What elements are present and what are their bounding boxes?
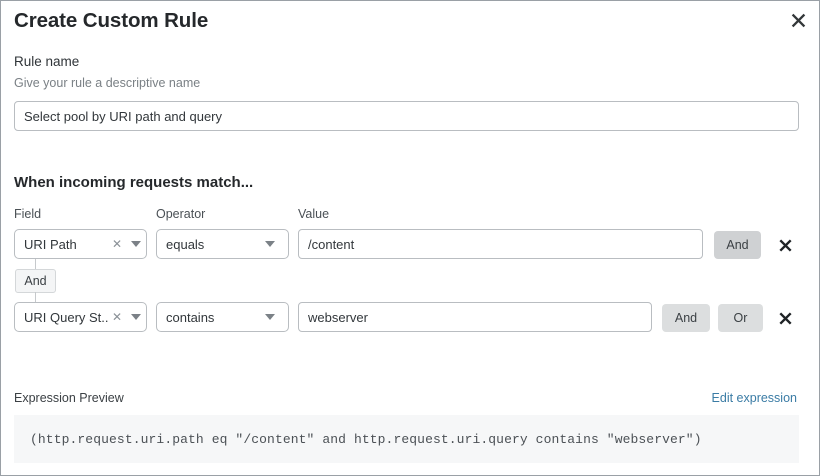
page-title: Create Custom Rule — [14, 9, 209, 32]
chevron-down-icon[interactable] — [260, 314, 280, 320]
close-icon — [778, 238, 792, 252]
rule-name-help-text: Give your rule a descriptive name — [14, 76, 201, 90]
connector-line-bottom — [35, 292, 36, 303]
clear-icon[interactable]: ✕ — [111, 237, 122, 251]
close-icon — [778, 311, 792, 325]
close-glyph — [791, 13, 805, 27]
value-input-row-2[interactable] — [298, 302, 652, 332]
rule-name-input[interactable] — [14, 101, 799, 131]
chevron-down-glyph — [131, 241, 141, 247]
column-header-value: Value — [298, 207, 330, 221]
chevron-down-glyph — [265, 314, 275, 320]
and-button-row-2[interactable]: And — [662, 304, 710, 332]
operator-select-row-1[interactable]: equals — [156, 229, 289, 259]
field-select-value-row-2: URI Query St... — [24, 309, 108, 325]
column-header-field: Field — [14, 207, 42, 221]
clear-icon[interactable]: ✕ — [111, 310, 122, 324]
chevron-down-glyph — [131, 314, 141, 320]
connector-and-button[interactable]: And — [15, 269, 56, 293]
operator-select-value-row-2: contains — [166, 309, 215, 325]
and-button-row-1[interactable]: And — [714, 231, 761, 259]
remove-condition-button-row-2[interactable] — [775, 308, 795, 328]
close-icon[interactable] — [785, 7, 811, 33]
or-button-row-2[interactable]: Or — [718, 304, 763, 332]
match-section-heading: When incoming requests match... — [14, 174, 254, 191]
expression-preview-box: (http.request.uri.path eq "/content" and… — [14, 415, 799, 463]
field-select-value-row-1: URI Path — [24, 236, 77, 252]
chevron-down-icon[interactable] — [126, 241, 146, 247]
remove-condition-button-row-1[interactable] — [775, 235, 795, 255]
chevron-down-icon[interactable] — [126, 314, 146, 320]
connector-line-top — [35, 259, 36, 270]
chevron-down-icon[interactable] — [260, 241, 280, 247]
expression-preview-text: (http.request.uri.path eq "/content" and… — [30, 431, 702, 447]
edit-expression-link[interactable]: Edit expression — [711, 391, 797, 405]
value-input-row-1[interactable] — [298, 229, 703, 259]
chevron-down-glyph — [265, 241, 275, 247]
rule-name-label: Rule name — [14, 54, 80, 69]
column-header-operator: Operator — [156, 207, 206, 221]
operator-select-value-row-1: equals — [166, 236, 205, 252]
field-select-row-1[interactable]: URI Path ✕ — [14, 229, 147, 259]
operator-select-row-2[interactable]: contains — [156, 302, 289, 332]
field-select-row-2[interactable]: URI Query St... ✕ — [14, 302, 147, 332]
expression-preview-label: Expression Preview — [14, 391, 124, 405]
